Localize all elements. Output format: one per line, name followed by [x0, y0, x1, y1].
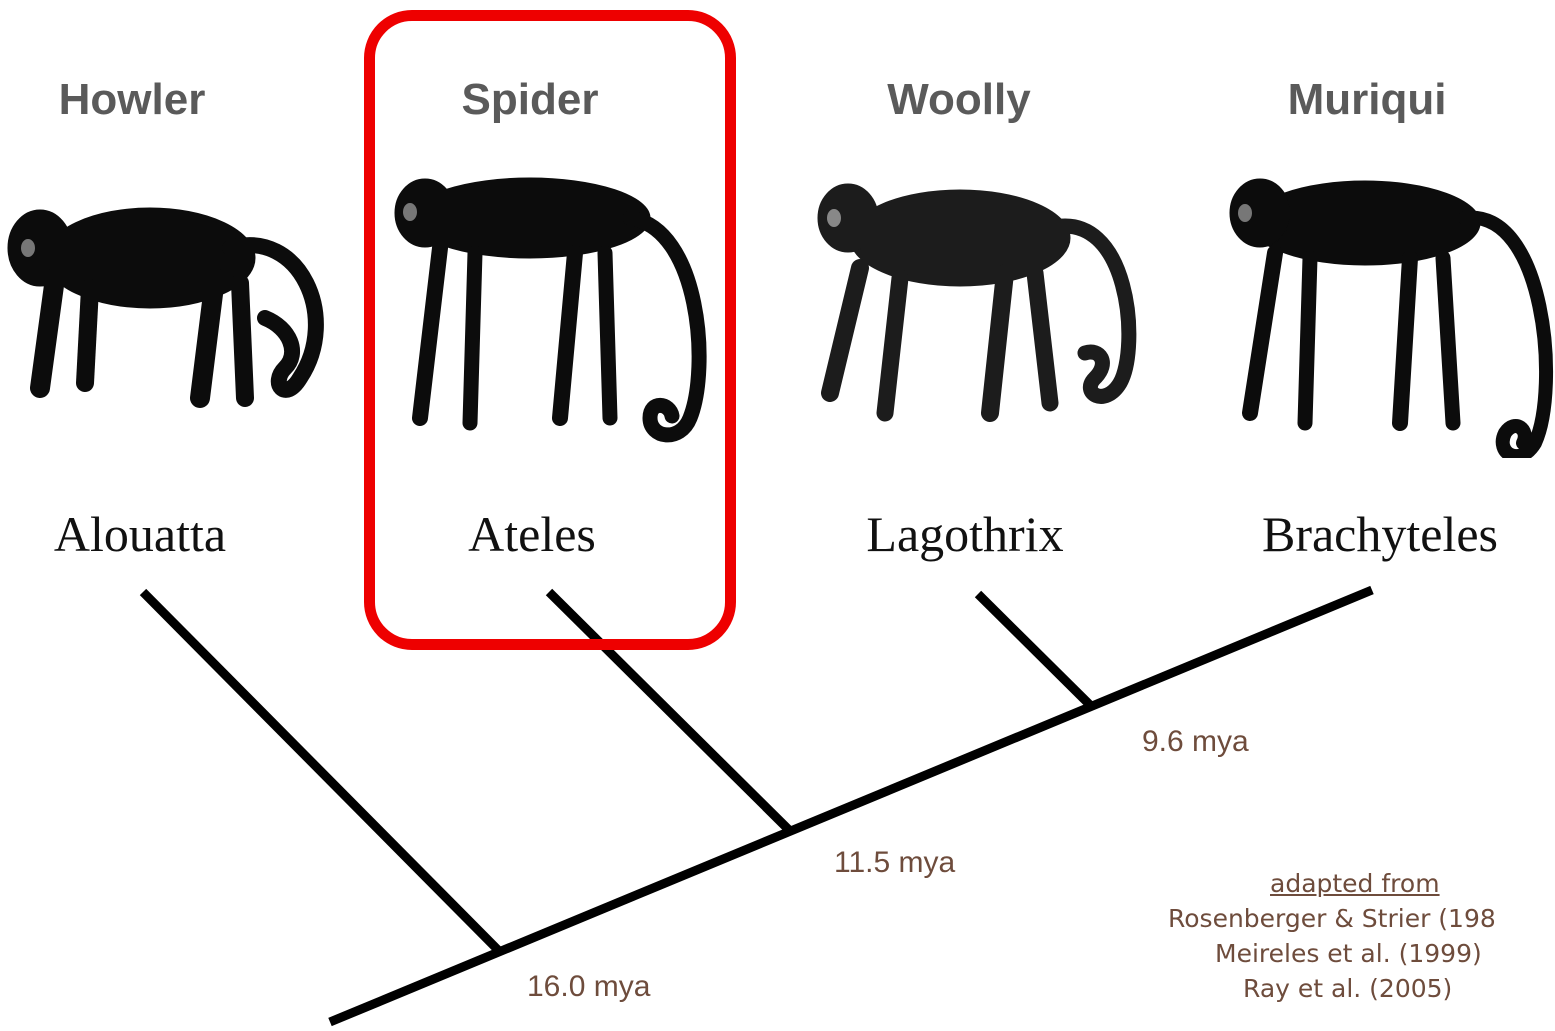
branch-lagothrix [978, 594, 1092, 707]
node-age-9-6: 9.6 mya [1142, 724, 1249, 760]
node-age-11-5: 11.5 mya [834, 845, 955, 881]
citation-line-1: Rosenberger & Strier (198 [1160, 901, 1555, 936]
node-age-16-0: 16.0 mya [527, 969, 650, 1005]
citation-line-3: Ray et al. (2005) [1160, 971, 1555, 1006]
citation-block: adapted from Rosenberger & Strier (198 M… [1160, 866, 1555, 1006]
citation-line-2: Meireles et al. (1999) [1160, 936, 1555, 971]
citation-heading: adapted from [1160, 866, 1555, 901]
spider-highlight-box [364, 10, 736, 650]
